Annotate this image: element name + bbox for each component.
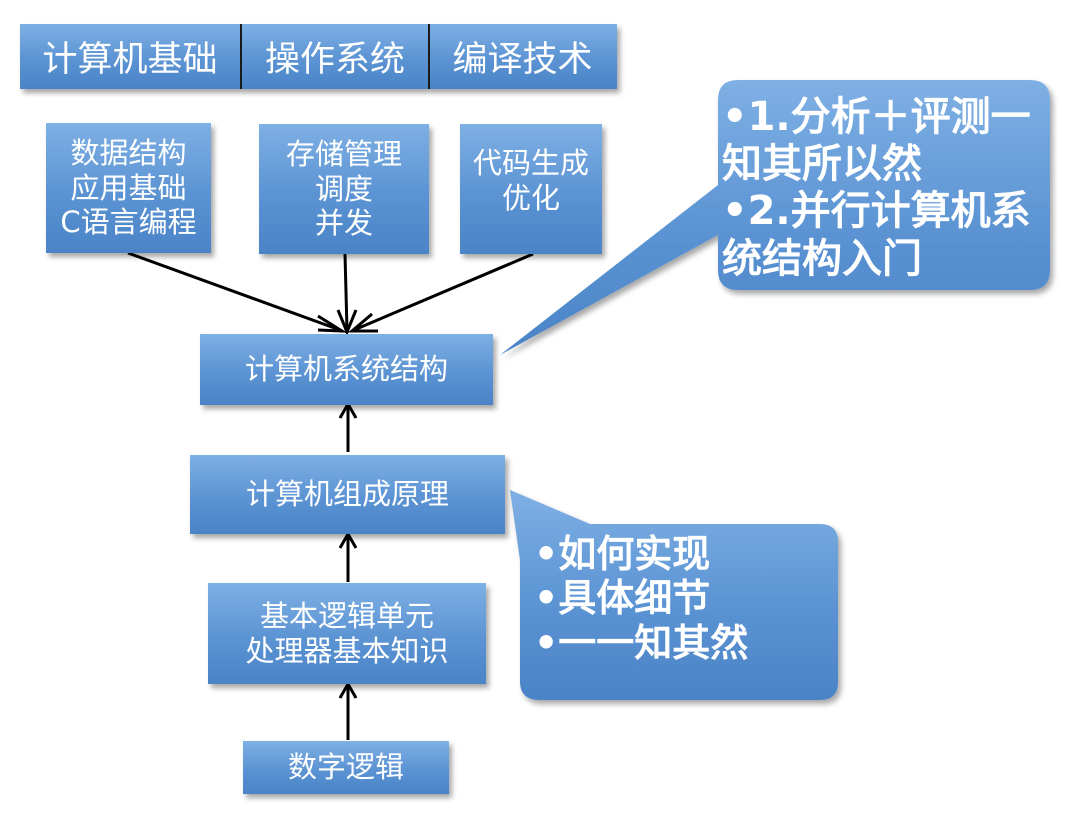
box-codegen: 代码生成 优化 xyxy=(460,124,602,254)
box-storage: 存储管理 调度 并发 xyxy=(259,124,429,254)
box-line: 计算机组成原理 xyxy=(245,477,449,512)
box-line: 优化 xyxy=(501,180,560,215)
box-line: 数字逻辑 xyxy=(287,750,404,785)
box-architecture: 计算机系统结构 xyxy=(200,334,493,405)
top-bar-divider xyxy=(428,24,430,89)
box-logic-unit: 基本逻辑单元 处理器基本知识 xyxy=(208,583,486,684)
box-digital-logic: 数字逻辑 xyxy=(243,741,449,794)
box-data-structure: 数据结构 应用基础 C语言编程 xyxy=(46,123,211,253)
callout-line: •2.并行计算机系 xyxy=(722,188,1031,235)
box-line: 并发 xyxy=(314,206,373,241)
callout-line: •如何实现 xyxy=(534,532,711,576)
callout-bubble-middle-right xyxy=(510,490,838,700)
box-organization: 计算机组成原理 xyxy=(190,455,505,534)
callout-line: •具体细节 xyxy=(534,576,711,621)
callout-line: 统结构入门 xyxy=(722,235,922,282)
top-bar: 计算机基础 操作系统 编译技术 xyxy=(20,24,617,89)
box-line: 存储管理 xyxy=(285,136,402,171)
callout-line: 知其所以然 xyxy=(722,141,922,188)
callout-bubble-top-right xyxy=(500,80,1050,355)
callout-text-middle-right: •如何实现 •具体细节 •一一知其然 xyxy=(534,532,748,665)
box-line: 代码生成 xyxy=(472,146,589,180)
box-line: 处理器基本知识 xyxy=(245,633,449,668)
callout-line: •1.分析＋评测一 xyxy=(722,94,1031,140)
callout-line: •一一知其然 xyxy=(534,620,749,665)
box-line: 基本逻辑单元 xyxy=(259,598,434,633)
box-line: C语言编程 xyxy=(60,205,197,240)
top-bar-divider xyxy=(240,24,242,89)
top-bar-segment-basics: 计算机基础 xyxy=(42,40,218,80)
callout-text-top-right: •1.分析＋评测一 知其所以然 •2.并行计算机系 统结构入门 xyxy=(722,94,1031,283)
box-line: 数据结构 xyxy=(70,135,187,170)
box-line: 应用基础 xyxy=(70,170,187,205)
top-bar-segment-compiler: 编译技术 xyxy=(452,40,593,80)
arrows-to-architecture xyxy=(127,251,534,336)
box-line: 调度 xyxy=(314,171,373,206)
top-bar-segment-os: 操作系统 xyxy=(264,40,405,80)
box-line: 计算机系统结构 xyxy=(244,352,448,387)
